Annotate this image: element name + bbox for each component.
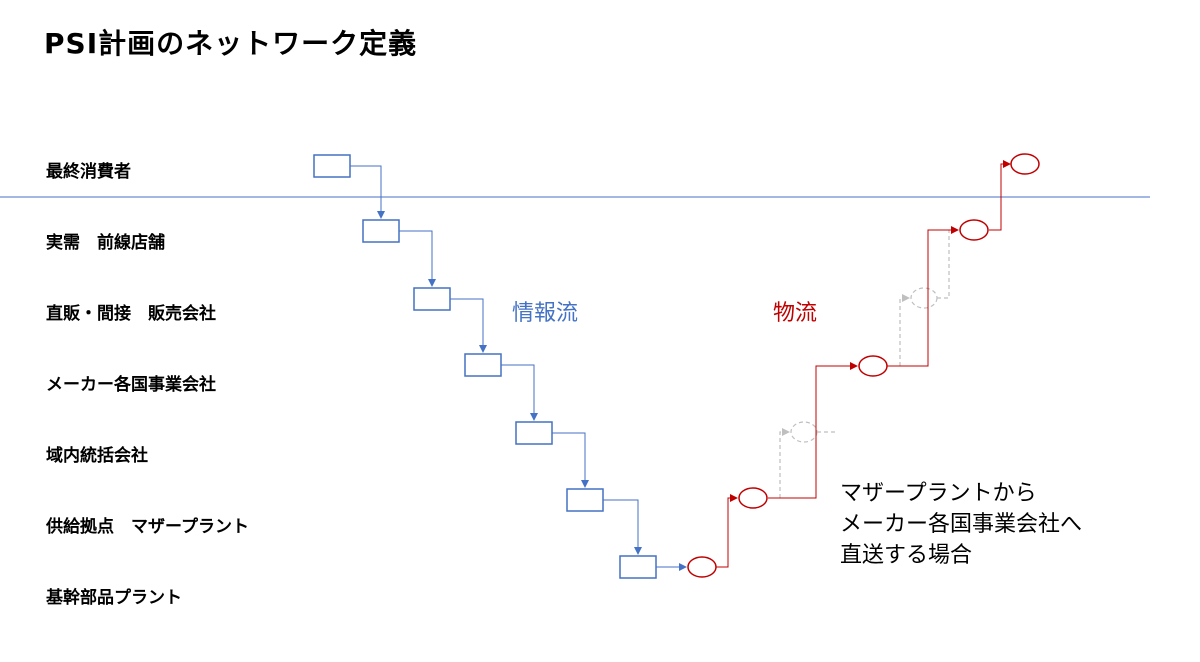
note-line-1: マザープラントから xyxy=(840,481,1037,506)
material-arrow-1 xyxy=(716,494,738,568)
info-arrow-6 xyxy=(603,499,642,555)
direct-arrow-2 xyxy=(899,294,910,366)
material-node-parts-plant xyxy=(687,556,717,578)
info-arrow-1 xyxy=(350,165,385,219)
info-node-regional-hq xyxy=(515,421,553,445)
info-arrow-5 xyxy=(552,432,589,488)
info-node-parts-plant xyxy=(619,555,657,579)
material-arrow-4 xyxy=(989,160,1011,231)
material-flow-label: 物流 xyxy=(773,301,818,326)
direct-node-regional-hq xyxy=(790,421,818,443)
material-node-mother-plant xyxy=(738,487,768,509)
material-node-store xyxy=(959,219,989,241)
level-label-store: 実需 前線店舗 xyxy=(46,233,165,253)
material-arrow-3 xyxy=(887,226,959,367)
material-node-consumer xyxy=(1010,153,1040,175)
level-label-country-company: メーカー各国事業会社 xyxy=(46,375,216,395)
info-node-sales-company xyxy=(413,287,451,311)
info-arrow-3 xyxy=(450,298,487,353)
level-label-consumer: 最終消費者 xyxy=(46,162,131,182)
info-node-store xyxy=(362,219,400,243)
material-node-country-company xyxy=(858,355,888,377)
direct-arrow-1 xyxy=(779,428,790,498)
level-label-mother-plant: 供給拠点 マザープラント xyxy=(46,517,249,537)
page-title: PSI計画のネットワーク定義 xyxy=(44,27,418,60)
direct-link-2 xyxy=(937,230,950,299)
info-arrow-2 xyxy=(399,230,436,287)
level-label-parts-plant: 基幹部品プラント xyxy=(46,588,182,608)
material-arrow-2 xyxy=(768,362,858,499)
note-line-3: 直送する場合 xyxy=(840,543,973,568)
level-label-sales-company: 直販・間接 販売会社 xyxy=(46,304,216,324)
info-node-country-company xyxy=(464,353,502,377)
info-node-consumer xyxy=(313,154,351,178)
level-label-regional-hq: 域内統括会社 xyxy=(46,446,148,466)
info-arrow-4 xyxy=(501,364,538,421)
info-node-mother-plant xyxy=(566,488,604,512)
direct-node-sales-company xyxy=(910,287,938,309)
info-flow-label: 情報流 xyxy=(512,301,579,326)
direct-shipping-note: マザープラントから メーカー各国事業会社へ 直送する場合 xyxy=(840,478,1082,571)
note-line-2: メーカー各国事業会社へ xyxy=(840,512,1083,537)
